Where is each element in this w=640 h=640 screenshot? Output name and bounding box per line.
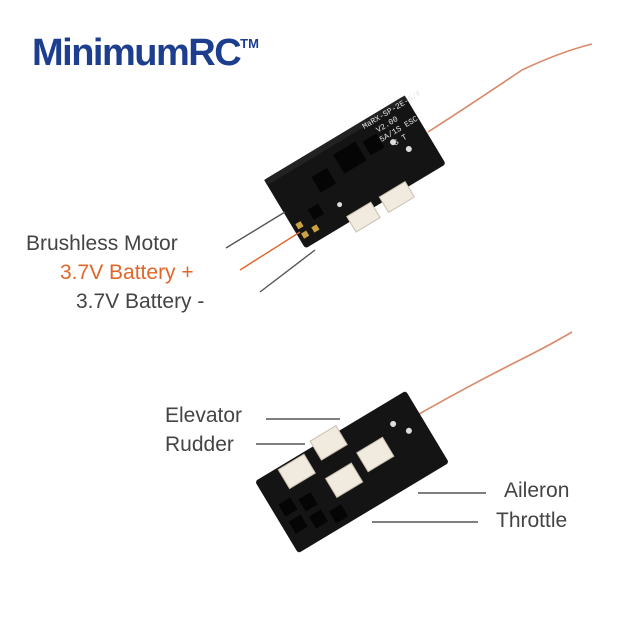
leader-battery-minus: [259, 249, 316, 293]
label-battery-minus: 3.7V Battery -: [76, 290, 205, 313]
brand-name: MinimumRC: [32, 32, 242, 74]
bottom-antenna: [411, 331, 573, 419]
leader-brushless-motor: [225, 211, 286, 249]
label-throttle: Throttle: [496, 509, 568, 532]
label-aileron: Aileron: [504, 479, 570, 502]
label-brushless-motor: Brushless Motor: [26, 232, 178, 255]
top-receiver-board: MaRX-SP-2E-S/F V2.00 5A/1S ESC S T: [225, 43, 593, 293]
leader-battery-plus: [239, 231, 301, 271]
brand-logo: MinimumRCTM: [32, 34, 259, 72]
top-antenna: [427, 43, 593, 133]
label-battery-plus: 3.7V Battery +: [60, 261, 194, 284]
label-elevator: Elevator: [165, 404, 243, 427]
trademark-mark: TM: [240, 36, 259, 51]
bottom-receiver-board: [256, 331, 573, 553]
label-rudder: Rudder: [165, 433, 234, 456]
